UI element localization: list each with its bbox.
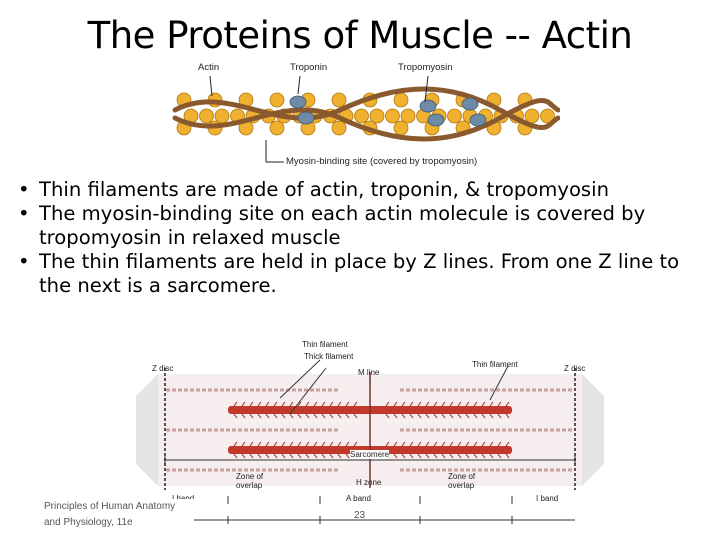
- i-band-left-label: I band: [172, 494, 195, 503]
- thin-filament-right-label: Thin filament: [472, 360, 518, 369]
- m-line-label: M line: [358, 368, 380, 377]
- bullet-text: Thin filaments are made of actin, tropon…: [39, 178, 609, 201]
- footer-source: Principles of Human Anatomy and Physiolo…: [44, 499, 194, 531]
- tropomyosin-label: Tropomyosin: [398, 62, 453, 73]
- sarcomere-figure: Z disc Z disc Thin filament Thick filame…: [130, 338, 610, 534]
- a-band-label: A band: [346, 494, 371, 503]
- page-number: 23: [354, 510, 366, 521]
- bullet-list: •Thin filaments are made of actin, tropo…: [14, 178, 704, 298]
- bullet-item: •The thin filaments are held in place by…: [18, 250, 680, 297]
- actin-filament-illustration: [172, 75, 561, 163]
- slide-title: The Proteins of Muscle -- Actin: [87, 14, 633, 57]
- troponin-label: Troponin: [290, 62, 328, 73]
- binding-site-label: Myosin-binding site (covered by tropomyo…: [286, 156, 478, 167]
- z-disc-left-label: Z disc: [152, 364, 174, 373]
- h-zone-label: H zone: [356, 478, 382, 487]
- sarcomere-label: Sarcomere: [350, 450, 390, 459]
- actin-label: Actin: [198, 62, 220, 73]
- i-band-right-label: I band: [536, 494, 559, 503]
- zone-overlap-left-label: Zone of overlap: [236, 472, 264, 490]
- zone-overlap-right-label: Zone of overlap: [448, 472, 476, 490]
- thick-filament-label: Thick filament: [304, 352, 354, 361]
- bullet-text: The thin filaments are held in place by …: [39, 250, 680, 297]
- z-disc-right-label: Z disc: [564, 364, 586, 373]
- thin-filament-label: Thin filament: [302, 340, 348, 349]
- bullet-item: •The myosin-binding site on each actin m…: [18, 202, 646, 249]
- bullet-item: •Thin filaments are made of actin, tropo…: [18, 178, 609, 201]
- bullet-text: The myosin-binding site on each actin mo…: [39, 202, 646, 249]
- actin-filament-figure: Actin Troponin Tropomyosin Myosin-bindin…: [170, 60, 561, 172]
